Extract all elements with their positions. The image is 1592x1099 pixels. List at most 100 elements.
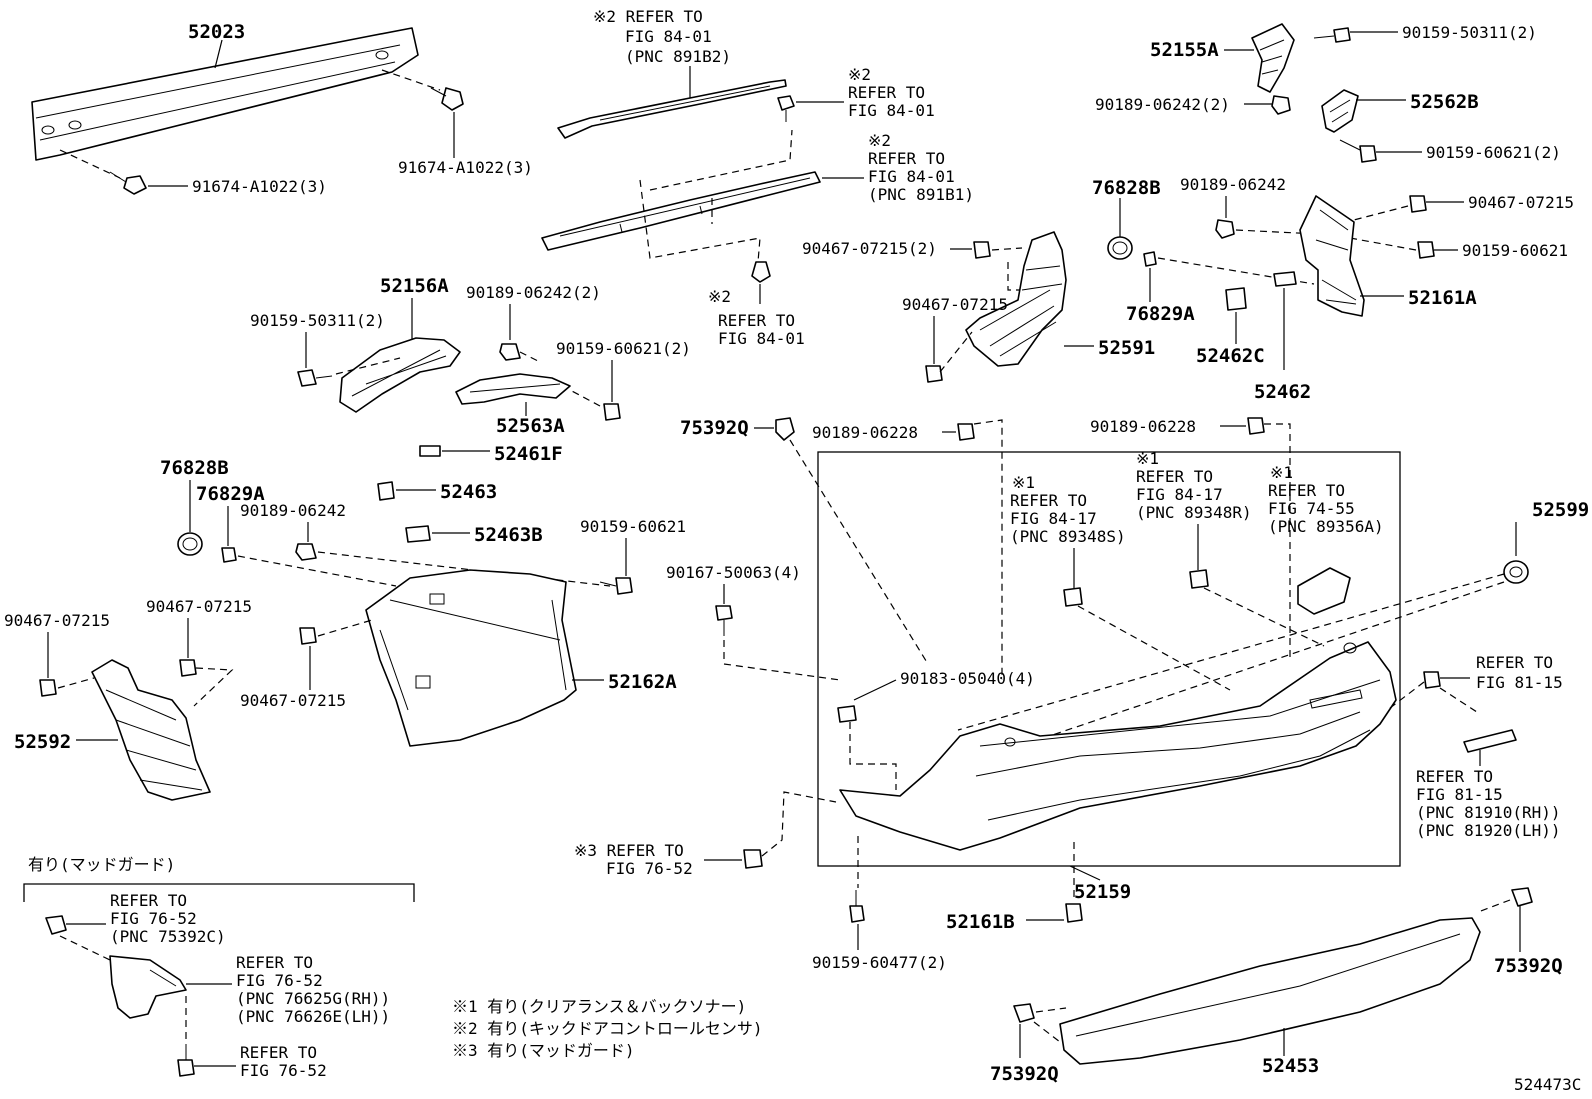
label-76828B-r: 76828B xyxy=(1092,177,1161,199)
bumper-assembly-frame xyxy=(817,451,1401,867)
bracket-52156A xyxy=(339,337,461,413)
ref2-b-3: FIG 84-01 xyxy=(848,101,935,120)
label-52155A: 52155A xyxy=(1150,39,1219,61)
ref2-b-1: ※2 xyxy=(848,65,871,84)
label-52161B: 52161B xyxy=(946,911,1015,933)
label-90159-50311-l: 90159-50311(2) xyxy=(250,311,385,330)
screw-90159-50311-l xyxy=(297,369,333,387)
ref-81-15-a-1: REFER TO xyxy=(1476,653,1553,672)
label-90159-50311-r: 90159-50311(2) xyxy=(1402,23,1537,42)
label-90467-07215-2: 90467-07215(2) xyxy=(802,239,937,258)
ref1-c-2: REFER TO xyxy=(1268,481,1345,500)
clip-ref2-b xyxy=(777,95,795,122)
label-91674-a: 91674-A1022(3) xyxy=(398,158,533,177)
ref2-d-1: ※2 xyxy=(708,287,731,306)
label-52462C: 52462C xyxy=(1196,345,1265,367)
ref1-a-2: REFER TO xyxy=(1010,491,1087,510)
mud-ref3-1: REFER TO xyxy=(240,1043,317,1062)
label-90159-60621-2l: 90159-60621(2) xyxy=(556,339,691,358)
pad-52462C xyxy=(1225,287,1247,311)
ref1-b-1: ※1 xyxy=(1136,449,1159,468)
clip-90467-07215-l1 xyxy=(39,679,57,697)
label-90189-06242-r: 90189-06242 xyxy=(1180,175,1286,194)
label-90467-07215-l1: 90467-07215 xyxy=(4,611,110,630)
ref1-a-1: ※1 xyxy=(1012,473,1035,492)
label-90189-06242-l: 90189-06242 xyxy=(240,501,346,520)
label-76829A-r: 76829A xyxy=(1126,303,1195,325)
plug-76828B-r xyxy=(1107,236,1133,260)
pad-52462 xyxy=(1273,271,1297,287)
screw-90159-60621-2l xyxy=(603,403,621,421)
garnish-52453 xyxy=(1059,917,1481,1065)
bracket-52592 xyxy=(91,659,211,801)
clip-90467-07215-2 xyxy=(973,241,991,259)
label-52463: 52463 xyxy=(440,481,497,503)
mud-ref1-2: FIG 76-52 xyxy=(110,909,197,928)
bolt-91674-left xyxy=(109,171,147,195)
ref-81-15-a-2: FIG 81-15 xyxy=(1476,673,1563,692)
ref2-d-2: REFER TO xyxy=(718,311,795,330)
ref2-c-4: (PNC 891B1) xyxy=(868,185,974,204)
ref-81-15-b-1: REFER TO xyxy=(1416,767,1493,786)
label-90467-07215-l2: 90467-07215 xyxy=(146,597,252,616)
bracket-52563A xyxy=(455,373,571,405)
screw-mud xyxy=(177,1044,195,1077)
ref2-c-1: ※2 xyxy=(868,131,891,150)
label-75392Q-top: 75392Q xyxy=(680,417,749,439)
ref1-c-1: ※1 xyxy=(1270,463,1293,482)
label-52563A: 52563A xyxy=(496,415,565,437)
label-90159-60621-l: 90159-60621 xyxy=(580,517,686,536)
ref1-a-4: (PNC 89348S) xyxy=(1010,527,1126,546)
clip-90189-06242-2l xyxy=(499,343,521,361)
reflector-81910 xyxy=(1463,729,1517,753)
mud-ref2-2: FIG 76-52 xyxy=(236,971,323,990)
note-2: ※2 有り(キックドアコントロールセンサ) xyxy=(452,1019,763,1038)
clip-90467-07215-l2 xyxy=(179,659,197,677)
mud-ref2-1: REFER TO xyxy=(236,953,313,972)
label-90189-06242-2r: 90189-06242(2) xyxy=(1095,95,1230,114)
label-52562B: 52562B xyxy=(1410,91,1479,113)
bracket-52562B xyxy=(1321,89,1359,133)
clip-90189-06228-a xyxy=(957,423,975,441)
clip-ref2-d xyxy=(751,261,771,283)
label-90183-05040: 90183-05040(4) xyxy=(900,669,1035,688)
ref2-a-1: ※2 REFER TO xyxy=(593,7,703,26)
label-52161A: 52161A xyxy=(1408,287,1477,309)
nut-90183-05040 xyxy=(837,705,857,723)
clip-90189-06242-r xyxy=(1215,219,1235,239)
screw-90159-60621-r xyxy=(1417,241,1435,259)
clip-90467-07215-l3 xyxy=(299,627,317,645)
label-52461F: 52461F xyxy=(494,443,563,465)
clip-75392Q-r xyxy=(1511,887,1533,907)
label-76829A-l: 76829A xyxy=(196,483,265,505)
ref-81-15-b-3: (PNC 81910(RH)) xyxy=(1416,803,1561,822)
bracket-52161A xyxy=(1299,195,1365,317)
screw-90159-60621-l xyxy=(599,577,633,595)
reinforcement-52023 xyxy=(31,27,419,161)
cap-52599 xyxy=(1503,560,1529,584)
mud-ref1-1: REFER TO xyxy=(110,891,187,910)
label-52023: 52023 xyxy=(188,21,245,43)
ref1-a-3: FIG 84-17 xyxy=(1010,509,1097,528)
label-90467-07215-l3: 90467-07215 xyxy=(240,691,346,710)
cover-89356A xyxy=(1297,567,1351,615)
note-3: ※3 有り(マッドガード) xyxy=(452,1041,635,1060)
ref3-1: ※3 REFER TO xyxy=(574,841,684,860)
ref1-c-4: (PNC 89356A) xyxy=(1268,517,1384,536)
screw-90167-50063 xyxy=(715,605,733,636)
ref1-b-2: REFER TO xyxy=(1136,467,1213,486)
label-75392Q-r: 75392Q xyxy=(1494,955,1563,977)
label-52156A: 52156A xyxy=(380,275,449,297)
clip-90467-07215-m xyxy=(925,365,943,383)
clip-90189-06242-2r xyxy=(1271,95,1291,115)
label-52591: 52591 xyxy=(1098,337,1155,359)
clip-75392Q-top xyxy=(775,417,795,441)
clip-52161B xyxy=(1065,903,1083,923)
ref2-b-2: REFER TO xyxy=(848,83,925,102)
sensor-89348R xyxy=(1189,569,1209,589)
label-90159-60477: 90159-60477(2) xyxy=(812,953,947,972)
label-90467-07215-r: 90467-07215 xyxy=(1468,193,1574,212)
ref1-b-3: FIG 84-17 xyxy=(1136,485,1223,504)
bumper-cover-52159 xyxy=(839,641,1397,851)
